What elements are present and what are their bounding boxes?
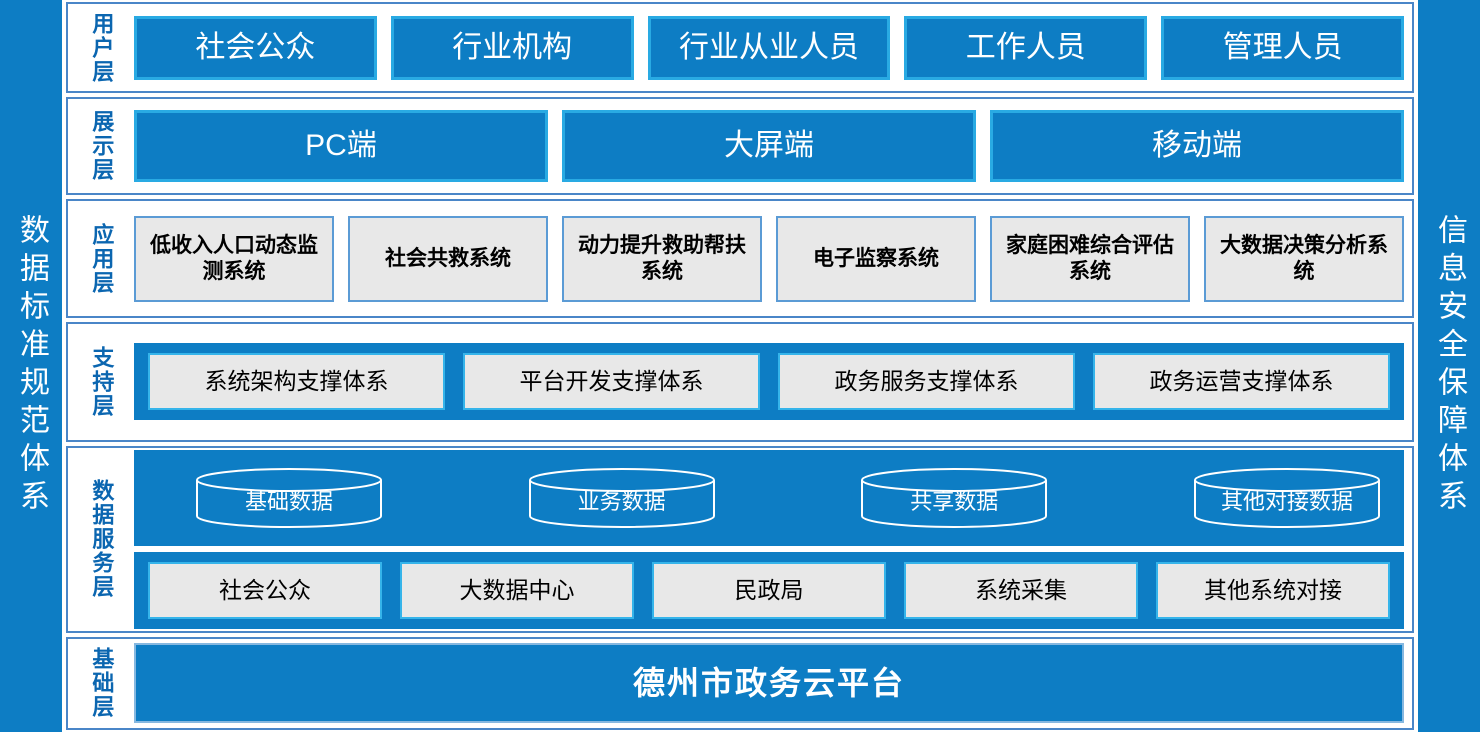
data-cylinder-band: 基础数据 业务数据 [134, 449, 1404, 546]
app-chip-assistance-boost[interactable]: 动力提升救助帮扶系统 [562, 215, 762, 302]
layer-support-label: 支持层 [89, 345, 115, 418]
app-chip-bigdata-decision[interactable]: 大数据决策分析系统 [1204, 215, 1404, 302]
display-chip-pc[interactable]: PC端 [134, 110, 548, 183]
app-chip-family-difficulty-eval[interactable]: 家庭困难综合评估系统 [990, 215, 1190, 302]
layer-application-body: 低收入人口动态监测系统 社会共救系统 动力提升救助帮扶系统 电子监察系统 家庭困… [134, 201, 1412, 316]
data-cylinder-other-label: 其他对接数据 [1220, 488, 1353, 514]
user-chip-industry-org[interactable]: 行业机构 [390, 15, 634, 80]
data-source-civil-affairs[interactable]: 民政局 [652, 561, 886, 619]
layer-application: 应用层 低收入人口动态监测系统 社会共救系统 动力提升救助帮扶系统 电子监察系统… [66, 198, 1414, 319]
layer-data-service-body: 基础数据 业务数据 [134, 448, 1412, 631]
support-chip-system-architecture[interactable]: 系统架构支撑体系 [148, 353, 445, 411]
left-vertical-banner: 数据标准规范体系 [0, 0, 62, 732]
data-cylinder-shared[interactable]: 共享数据 [859, 467, 1049, 529]
app-chip-low-income-monitor[interactable]: 低收入人口动态监测系统 [134, 215, 334, 302]
layer-display-body: PC端 大屏端 移动端 [134, 99, 1412, 192]
layer-support-body: 系统架构支撑体系 平台开发支撑体系 政务服务支撑体系 政务运营支撑体系 [134, 324, 1412, 439]
user-chip-manager[interactable]: 管理人员 [1161, 15, 1404, 80]
layer-user-label: 用户层 [89, 11, 115, 84]
display-chip-mobile[interactable]: 移动端 [990, 110, 1404, 183]
layer-infrastructure-body: 德州市政务云平台 [134, 639, 1412, 728]
app-chip-e-supervision[interactable]: 电子监察系统 [776, 215, 976, 302]
support-chip-gov-operation[interactable]: 政务运营支撑体系 [1093, 353, 1390, 411]
data-source-band: 社会公众 大数据中心 民政局 系统采集 其他系统对接 [134, 551, 1404, 629]
layer-user: 用户层 社会公众 行业机构 行业从业人员 工作人员 管理人员 [66, 2, 1414, 94]
layer-display: 展示层 PC端 大屏端 移动端 [66, 97, 1414, 195]
layer-infrastructure-label-wrap: 基础层 [68, 639, 134, 728]
layer-display-label-wrap: 展示层 [68, 99, 134, 192]
database-cylinder-icon [528, 467, 715, 528]
support-chip-platform-development[interactable]: 平台开发支撑体系 [463, 353, 760, 411]
data-source-bigdata-center[interactable]: 大数据中心 [400, 561, 634, 619]
database-cylinder-icon [861, 467, 1048, 528]
data-source-public[interactable]: 社会公众 [148, 561, 382, 619]
layer-user-body: 社会公众 行业机构 行业从业人员 工作人员 管理人员 [134, 4, 1412, 91]
data-cylinder-basic-label: 基础数据 [244, 488, 333, 514]
layer-stack: 用户层 社会公众 行业机构 行业从业人员 工作人员 管理人员 展示层 PC端 [66, 0, 1414, 732]
display-chip-row: PC端 大屏端 移动端 [134, 110, 1404, 183]
support-blue-band: 系统架构支撑体系 平台开发支撑体系 政务服务支撑体系 政务运营支撑体系 [134, 343, 1404, 421]
data-cylinder-other[interactable]: 其他对接数据 [1192, 467, 1382, 529]
layer-infrastructure-label: 基础层 [89, 647, 115, 720]
data-cylinder-shared-label: 共享数据 [910, 488, 999, 514]
infrastructure-platform-bar[interactable]: 德州市政务云平台 [134, 643, 1404, 724]
database-cylinder-icon [1193, 467, 1380, 528]
layer-support: 支持层 系统架构支撑体系 平台开发支撑体系 政务服务支撑体系 政务运营支撑体系 [66, 322, 1414, 442]
layer-support-label-wrap: 支持层 [68, 324, 134, 439]
layer-application-label: 应用层 [89, 222, 115, 295]
user-chip-public[interactable]: 社会公众 [134, 15, 377, 80]
display-chip-bigscreen[interactable]: 大屏端 [562, 110, 976, 183]
left-vertical-banner-label: 数据标准规范体系 [15, 214, 48, 518]
data-service-stack: 基础数据 业务数据 [134, 449, 1404, 629]
application-chip-row: 低收入人口动态监测系统 社会共救系统 动力提升救助帮扶系统 电子监察系统 家庭困… [134, 215, 1404, 302]
right-vertical-banner: 信息安全保障体系 [1418, 0, 1480, 732]
right-vertical-banner-label: 信息安全保障体系 [1433, 214, 1466, 518]
user-chip-staff[interactable]: 工作人员 [904, 15, 1148, 80]
user-chip-row: 社会公众 行业机构 行业从业人员 工作人员 管理人员 [134, 15, 1404, 80]
layer-application-label-wrap: 应用层 [68, 201, 134, 316]
app-chip-social-relief[interactable]: 社会共救系统 [348, 215, 548, 302]
layer-data-service-label-wrap: 数据服务层 [68, 448, 134, 631]
data-cylinder-business[interactable]: 业务数据 [527, 467, 717, 529]
database-cylinder-icon [196, 467, 382, 528]
layer-display-label: 展示层 [89, 110, 115, 183]
support-chip-gov-service[interactable]: 政务服务支撑体系 [778, 353, 1075, 411]
data-cylinder-basic[interactable]: 基础数据 [194, 467, 384, 529]
layer-data-service: 数据服务层 基础数据 [66, 445, 1414, 633]
data-source-other-systems[interactable]: 其他系统对接 [1156, 561, 1390, 619]
data-source-system-collection[interactable]: 系统采集 [904, 561, 1138, 619]
user-chip-industry-worker[interactable]: 行业从业人员 [647, 15, 891, 80]
layer-user-label-wrap: 用户层 [68, 4, 134, 91]
data-cylinder-business-label: 业务数据 [577, 488, 666, 514]
layer-infrastructure: 基础层 德州市政务云平台 [66, 636, 1414, 731]
layer-data-service-label: 数据服务层 [89, 479, 115, 600]
